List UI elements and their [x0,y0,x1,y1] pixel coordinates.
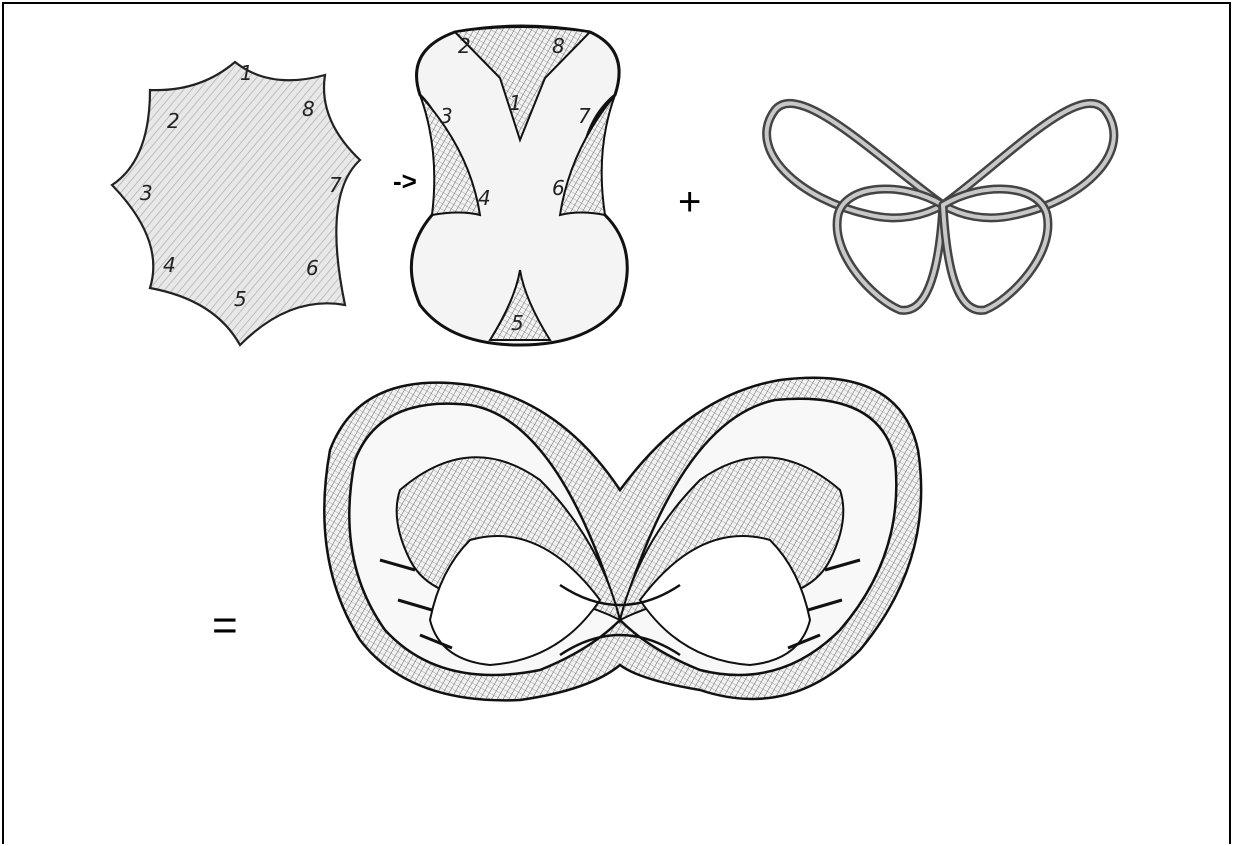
octagon-label-1: 1 [240,61,253,85]
folded-surface [411,26,627,345]
octagon-label-5: 5 [234,287,247,311]
octagon-label-2: 2 [167,109,180,133]
octagon-label-4: 4 [163,253,176,277]
folded-label-8: 8 [552,34,565,58]
octagon-label-3: 3 [140,181,153,205]
folded-label-1: 1 [509,91,522,115]
octagon-label-8: 8 [302,97,315,121]
arrow-text: -> [393,166,417,196]
octagon-label-7: 7 [329,173,342,197]
equals-sign: = [212,601,238,650]
folded-label-6: 6 [552,176,565,200]
folded-label-2: 2 [458,34,471,58]
octagon-label-6: 6 [306,256,319,280]
folded-label-7: 7 [578,104,591,128]
result-surface [324,378,921,701]
plus-sign: + [678,180,701,224]
folded-label-3: 3 [440,104,453,128]
folded-label-5: 5 [511,311,524,335]
folded-label-4: 4 [478,186,491,210]
loop-bouquet [767,103,1114,310]
